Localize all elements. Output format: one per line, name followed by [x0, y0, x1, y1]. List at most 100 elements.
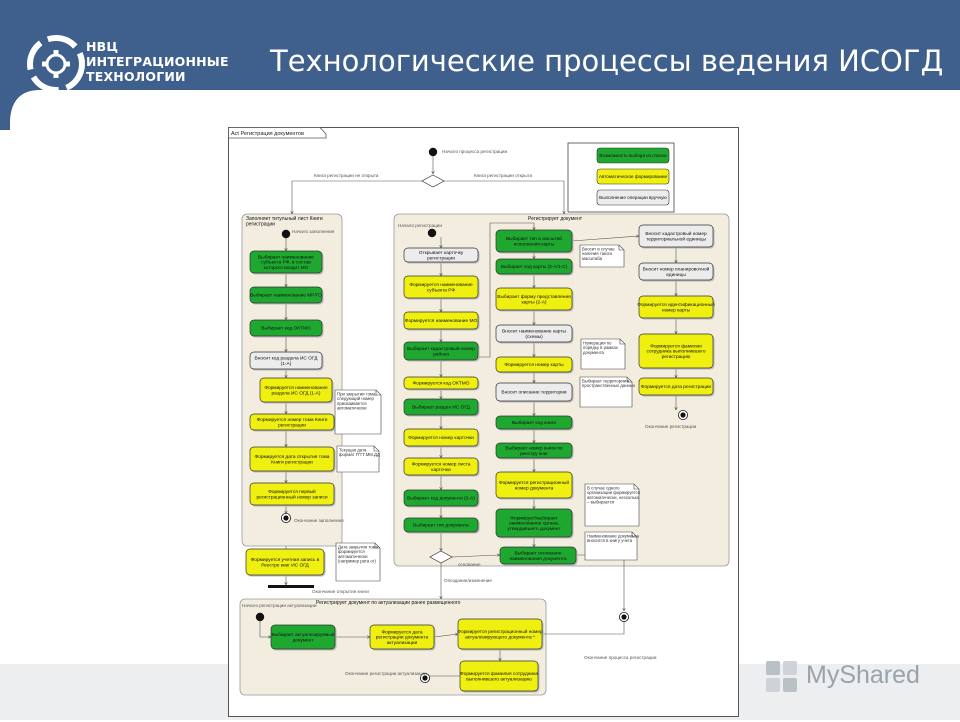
edge-main-col1-10-arrowhead — [439, 515, 443, 519]
edge-col1-to-col2 — [478, 222, 534, 358]
edge-main-col2-7-arrowhead — [532, 413, 536, 417]
edge-main-col2-5-arrowhead — [532, 354, 536, 358]
basis-label: основание — [458, 562, 481, 567]
edge-open-branch-arrowhead — [562, 211, 566, 215]
legend-grey-item-text: Выполнение операции вручную — [599, 195, 667, 200]
edge-left-step-7-arrowhead — [284, 444, 288, 448]
edge-left-step-2-arrowhead — [284, 284, 288, 288]
end-opening-label: Окончание открытия книги — [312, 589, 369, 594]
edge-closed-branch — [291, 180, 422, 214]
logo-line-1: НВЦ — [86, 39, 119, 54]
main-col2-step-7: Выбирает код книги — [495, 415, 574, 431]
edge-main-col2-3-arrowhead — [532, 285, 536, 289]
process-start-label: Начало процесса регистрации — [442, 149, 507, 154]
main-col2-step-5: Формируется номер карты — [495, 356, 574, 374]
edge-main-col1-1-arrowhead — [439, 245, 443, 249]
edge-main-col1-7-arrowhead — [439, 426, 443, 430]
edge-main-col1-4-arrowhead — [439, 339, 443, 343]
edge-main-to-end-arrowhead — [622, 608, 626, 612]
edge-start-decision-arrowhead — [431, 171, 435, 175]
edge-left-step-5-arrowhead — [284, 375, 288, 379]
edge-col3-final-arrowhead — [674, 407, 678, 411]
left-step-4-text: Вносит код раздела ИС ОГД(1-А) — [255, 355, 319, 366]
legend-green-item-text: Возможность выбора из списка — [599, 153, 667, 158]
watermark-logo-icon — [766, 661, 797, 692]
left-step-4: Вносит код раздела ИС ОГД(1-А) — [249, 351, 324, 371]
main-col1-step-5-text: Формируется код ОКТМО — [413, 381, 470, 387]
edge-main-col1-6-arrowhead — [439, 396, 443, 400]
main-col2-step-2: Выбирает код карты (2-А/1-С) — [495, 258, 574, 276]
main-end-label: Окончание регистрации — [645, 424, 697, 429]
edge-bottom-2-3-arrowhead — [455, 632, 459, 636]
edge-main-col2-9-arrowhead — [532, 469, 536, 473]
watermark: MyShared — [764, 655, 934, 697]
main-col1-step-3: Формируется наименование МО — [403, 311, 480, 331]
left-join-bar — [268, 585, 314, 588]
left-step-3-text: Выбирает код ОКТМО — [261, 326, 311, 332]
process-end-label: Окончание процесса регистрации — [584, 655, 657, 660]
main-col2-step-4: Вносит наименование карты(схемы) — [495, 324, 574, 344]
edge-main-col2-6-arrowhead — [532, 380, 536, 384]
bottom-end-node — [419, 673, 430, 684]
main-col1-step-10: Выбирает тип документа — [403, 517, 480, 534]
main-partition-title: Регистрирует документ — [528, 216, 583, 222]
edge-bottom-start — [259, 621, 271, 638]
edge-col2-to-col3 — [571, 235, 640, 242]
branch-closed-label: Книга регистрации не открыта — [314, 173, 379, 178]
edge-bottom-1-2-arrowhead — [367, 635, 371, 639]
legend-yellow-item-text: Автоматическое формирование — [599, 174, 668, 179]
main-start-label: Начало регистрации — [398, 223, 442, 228]
edge-main-col2-10-arrowhead — [532, 506, 536, 510]
edge-decision-update-arrowhead — [439, 596, 443, 600]
main-col1-step-9-text: Выбирает код документа (2-А) — [407, 496, 475, 502]
bottom-partition-title-text: Регистрирует документ по актуализации ра… — [316, 600, 461, 606]
main-col2-step-7-text: Выбирает код книги — [512, 420, 556, 426]
logo-line-3: ТЕХНОЛОГИИ — [86, 69, 186, 84]
edge-bottom-start-arrowhead — [268, 635, 272, 639]
edge-left-step-1-arrowhead — [284, 248, 288, 252]
bottom-start-node — [255, 612, 265, 622]
edge-main-col2-8-arrowhead — [532, 440, 536, 444]
edge-main-col3-5-arrowhead — [674, 375, 678, 379]
process-end-node — [618, 611, 629, 622]
edge-main-col2-2-arrowhead — [532, 256, 536, 260]
edge-col1-to-decision-arrowhead — [439, 548, 443, 552]
main-start-node — [427, 228, 437, 238]
legend-green-item: Возможность выбора из списка — [596, 147, 670, 164]
main-col1-step-7-text: Формируется номер карточки — [408, 435, 474, 441]
edge-left-step-6-arrowhead — [284, 411, 288, 415]
